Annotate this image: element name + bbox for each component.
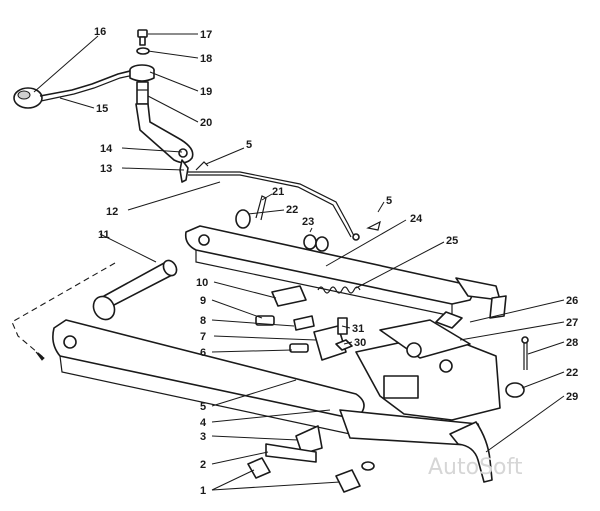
callout-5: 5	[246, 139, 252, 151]
screw	[137, 29, 148, 38]
callout-23: 23	[302, 216, 314, 228]
callout-24: 24	[410, 213, 423, 225]
upper-arm-tab	[489, 295, 507, 319]
housing-window	[383, 375, 419, 399]
washer	[361, 461, 375, 471]
knob-highlight	[17, 90, 31, 100]
linkage-parts	[255, 285, 353, 361]
lever-hub-body	[129, 70, 155, 82]
clip	[195, 161, 209, 171]
callout-21: 21	[272, 186, 284, 198]
bolt	[255, 315, 275, 326]
callout-15: 15	[96, 103, 108, 115]
callout-12: 12	[106, 206, 118, 218]
bush	[295, 425, 323, 455]
callout-10: 10	[196, 277, 208, 289]
callout-4: 4	[200, 417, 207, 429]
lever-rod-edge	[40, 74, 135, 102]
leader-lines	[33, 33, 565, 491]
callout-22: 22	[286, 204, 298, 216]
control-rod	[188, 161, 381, 241]
screw-shank	[139, 36, 146, 46]
callout-1: 1	[200, 485, 206, 497]
callout-labels: 16 17 18 19 20 15 14 13 5 12 21 22 23 5 …	[94, 26, 578, 497]
housing	[339, 311, 529, 483]
bolt-head	[247, 457, 271, 479]
callout-19: 19	[200, 86, 212, 98]
split-pin	[523, 342, 528, 370]
hook-lever	[449, 421, 493, 483]
callout-31: 31	[352, 323, 364, 335]
callout-13: 13	[100, 163, 112, 175]
clip	[366, 220, 381, 231]
split-pin-eye	[521, 336, 529, 344]
housing-lug	[435, 311, 463, 329]
watermark: AutoSoft	[428, 455, 523, 480]
housing-boss	[406, 342, 422, 358]
rod-line	[188, 171, 355, 237]
callout-11: 11	[98, 229, 110, 241]
callout-5: 5	[200, 401, 206, 413]
lower-arm-hole	[63, 335, 77, 349]
callout-16: 16	[94, 26, 106, 38]
washer	[136, 47, 150, 55]
arm-hole	[178, 148, 188, 158]
washer	[315, 236, 329, 252]
washer	[303, 234, 317, 250]
callout-18: 18	[200, 53, 212, 65]
callout-5: 5	[386, 195, 392, 207]
callout-28: 28	[566, 337, 578, 349]
pin-end	[162, 259, 178, 277]
callout-14: 14	[100, 143, 113, 155]
split-pin	[255, 195, 267, 221]
lever-rod	[39, 69, 135, 97]
upper-link-arm	[184, 195, 507, 319]
callout-2: 2	[200, 459, 206, 471]
gear-lever-assembly	[13, 29, 194, 183]
bolt-head	[335, 469, 361, 493]
upper-arm-hole	[198, 234, 210, 246]
callout-20: 20	[200, 117, 212, 129]
pivot-pin	[92, 259, 178, 321]
callout-8: 8	[200, 315, 206, 327]
washer	[505, 382, 525, 398]
return-spring	[317, 286, 361, 294]
callout-26: 26	[566, 295, 578, 307]
assembly-path	[11, 262, 116, 359]
washer	[235, 209, 251, 229]
callout-27: 27	[566, 317, 578, 329]
assembly-arrow	[35, 351, 45, 361]
fork	[271, 285, 307, 307]
rod-line-edge	[188, 174, 352, 238]
callout-30: 30	[354, 337, 366, 349]
callout-25: 25	[446, 235, 458, 247]
pin	[289, 343, 309, 353]
callout-9: 9	[200, 295, 206, 307]
selector-shaft	[136, 81, 149, 105]
callout-6: 6	[200, 347, 206, 359]
callout-3: 3	[200, 431, 206, 443]
housing-boss	[439, 359, 453, 373]
callout-22: 22	[566, 367, 578, 379]
callout-29: 29	[566, 391, 578, 403]
rod-end	[352, 233, 360, 241]
arm-pin	[179, 159, 189, 183]
callout-17: 17	[200, 29, 212, 41]
callout-7: 7	[200, 331, 206, 343]
selector-arm	[135, 103, 194, 164]
bush	[293, 315, 315, 331]
pin-head	[92, 295, 116, 321]
